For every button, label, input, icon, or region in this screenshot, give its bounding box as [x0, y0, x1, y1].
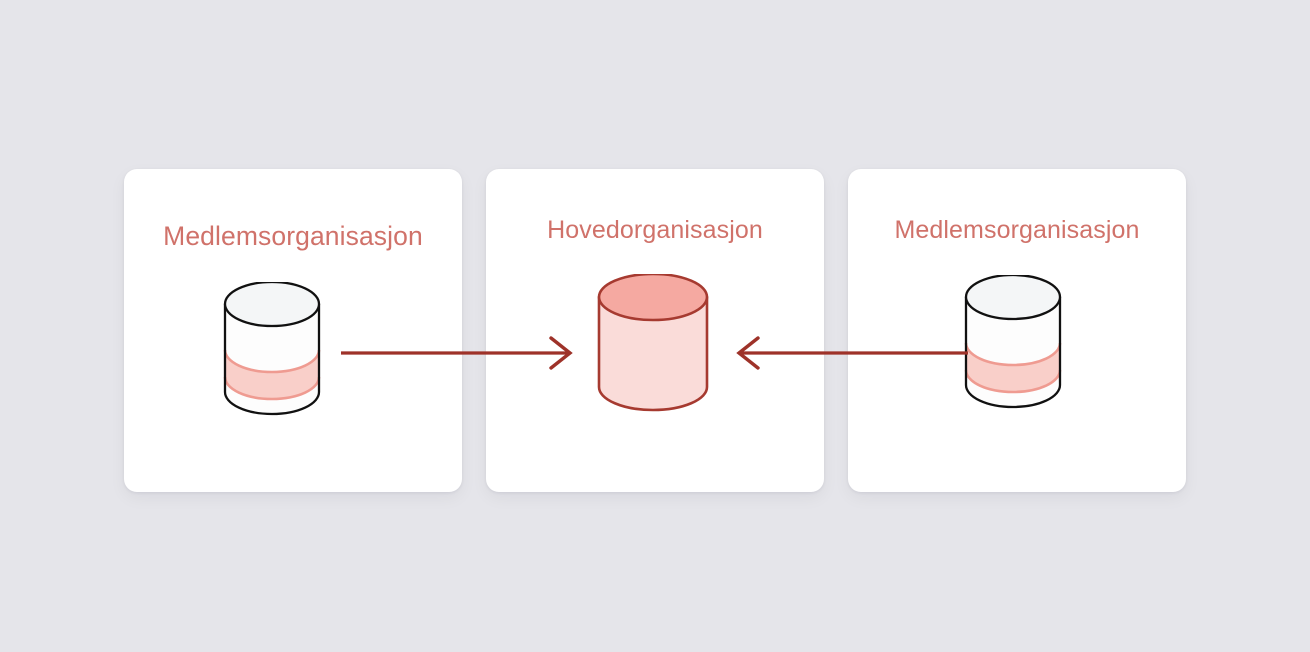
database-cylinder-icon [953, 273, 1118, 440]
card-main-organization[interactable]: Hovedorganisasjon [486, 169, 824, 492]
card-title: Medlemsorganisasjon [894, 216, 1140, 244]
card-member-organization-left[interactable]: Medlemsorganisasjon [124, 169, 462, 492]
database-cylinder-icon [591, 272, 731, 429]
card-member-organization-right[interactable]: Medlemsorganisasjon [848, 169, 1186, 492]
card-title: Hovedorganisasjon [547, 216, 763, 244]
database-cylinder-icon [212, 280, 377, 447]
card-title: Medlemsorganisasjon [163, 221, 423, 251]
